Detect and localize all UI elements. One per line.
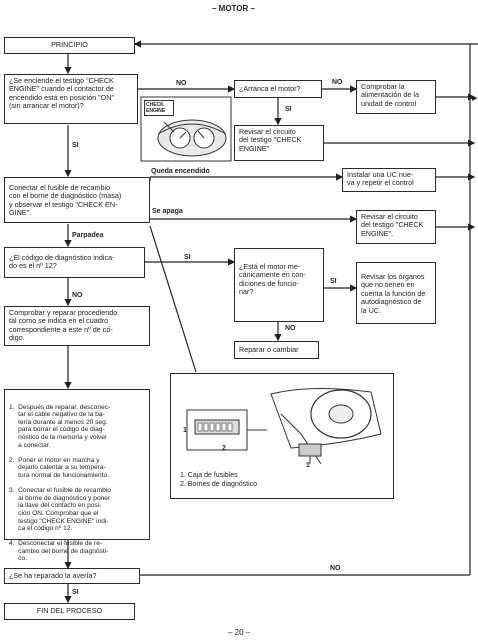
callout-label-1: 1 <box>306 462 310 469</box>
check-circuit-1-box: Revisar el circuito del testigo "CHECK E… <box>234 125 324 161</box>
question-light-box: ¿Se enciende el testigo "CHECK ENGINE" c… <box>4 74 138 124</box>
check-supply-box: Comprobar la alimentación de la unidad d… <box>356 80 436 114</box>
check-circuit-2-box: Revisar el circuito del testigo "CHECK E… <box>356 210 436 244</box>
label-parpadea: Parpadea <box>72 232 104 239</box>
page-header: – MOTOR – <box>212 4 255 13</box>
label-si-1: SI <box>285 106 292 113</box>
label-no-1: NO <box>176 80 187 87</box>
connector-label-1: 1 <box>183 427 187 434</box>
step-3: 3. Conectar el fusible de recambio al bo… <box>9 487 111 533</box>
legend-item-1: 1. Caja de fusibles <box>180 472 238 479</box>
label-si-5: SI <box>72 589 79 596</box>
start-box: PRINCIPIO <box>4 37 135 54</box>
label-no-3: NO <box>285 325 296 332</box>
legend-item-2: 2. Bornes de diagnóstico <box>180 481 258 488</box>
label-no-5: NO <box>330 565 341 572</box>
check-engine-tag: CHECK ENGINE <box>144 100 174 116</box>
check-repair-box: Comprobar y reparar procediendo tal como… <box>4 306 150 346</box>
page-number: – 20 – <box>228 628 251 637</box>
install-uc-box: Instalar una UC nue- va y repetir el con… <box>342 168 436 192</box>
label-no-4: NO <box>72 292 83 299</box>
repair-replace-box: Reparar o cambiar <box>234 341 319 359</box>
step-2: 2. Poner el motor en marcha y dejarlo ca… <box>9 456 110 479</box>
check-organs-box: Revisar los órganos que no tienen en cue… <box>356 262 436 324</box>
label-no-2: NO <box>332 79 343 86</box>
question-code12-box: ¿El código de diagnóstico indica- do es … <box>4 247 145 278</box>
step-1: 1. Después de reparar, desconec- tar el … <box>9 403 111 449</box>
label-si-2: SI <box>72 142 79 149</box>
label-si-4: SI <box>330 278 337 285</box>
label-queda-encendido: Queda encendido <box>151 168 210 175</box>
connector-label-2: 2 <box>222 445 226 452</box>
question-repaired-box: ¿Se ha reparado la avería? <box>4 568 140 584</box>
connect-fuse-box: Conectar el fusible de recambio con el b… <box>4 177 150 223</box>
end-box: FIN DEL PROCESO <box>4 603 135 620</box>
step-4: 4. Desconectar el fusible de re- cambio … <box>9 540 109 563</box>
question-engine-mech-box: ¿Está el motor me- cánicamente en con- d… <box>234 248 324 322</box>
question-engine-starts-box: ¿Arranca el motor? <box>234 80 322 98</box>
arrow-stub-icon: ▶ <box>472 95 478 102</box>
label-si-3: SI <box>184 254 191 261</box>
fuse-box-figure <box>170 373 394 499</box>
steps-box: 1. Después de reparar, desconec- tar el … <box>4 389 150 562</box>
label-se-apaga: Se apaga <box>152 208 183 215</box>
